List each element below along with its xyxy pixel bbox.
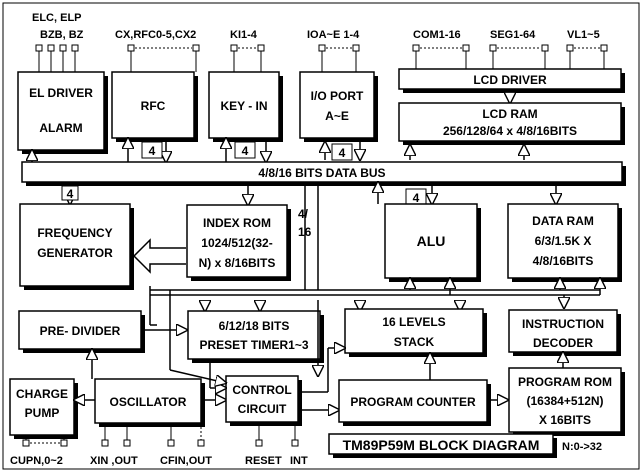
bottom-pins <box>22 422 299 447</box>
pre-divider-block <box>18 310 142 350</box>
bus-width-label: 4 <box>413 191 420 205</box>
program-counter-block <box>338 379 488 423</box>
pin-label-seg: SEG1-64 <box>490 29 536 41</box>
index-rom-block <box>186 204 288 278</box>
diagram-note: N:0->32 <box>562 441 602 453</box>
lcd-ram-size-label: 256/128/64 x 4/8/16BITS <box>443 124 577 138</box>
pin-label-cupn: CUPN,0~2 <box>10 455 63 467</box>
program-counter-label: PROGRAM COUNTER <box>350 395 476 409</box>
pin-label-cfin: CFIN,OUT <box>160 455 212 467</box>
alarm-label: ALARM <box>39 121 82 135</box>
preset-timer-sub-label: PRESET TIMER1~3 <box>199 338 308 352</box>
rfc-label: RFC <box>141 99 166 113</box>
bus-width-label: 4 <box>339 146 346 160</box>
alu-block <box>384 203 478 279</box>
bus-width-4-label: 4/ <box>298 207 309 221</box>
diagram-title: TM89P59M BLOCK DIAGRAM <box>343 437 540 453</box>
pin-label-com: COM1-16 <box>413 29 461 41</box>
stack-label: 16 LEVELS <box>382 315 445 329</box>
frequency-generator-block <box>19 203 131 287</box>
control-circuit-block <box>225 375 299 423</box>
instruction-decoder-sub-label: DECODER <box>533 336 593 350</box>
pin-label-ki: KI1-4 <box>230 29 258 41</box>
program-rom-block <box>508 367 622 433</box>
oscillator-label: OSCILLATOR <box>110 395 187 409</box>
index-rom-size-label: 1024/512(32- <box>201 236 272 250</box>
data-ram-label: DATA RAM <box>532 214 594 228</box>
pin-label-io: IOA~E 1-4 <box>307 29 360 41</box>
data-bus <box>21 161 623 183</box>
io-port-label: I/O PORT <box>311 89 364 103</box>
pin-label-rfc: CX,RFC0-5,CX2 <box>115 29 196 41</box>
preset-timer-block <box>187 310 321 360</box>
alu-label: ALU <box>417 233 446 249</box>
bus-width-label: 4 <box>242 144 249 158</box>
pin-label-xin: XIN ,OUT <box>90 455 138 467</box>
instruction-decoder-label: INSTRUCTION <box>522 317 604 331</box>
charge-pump-label: CHARGE <box>16 387 68 401</box>
stack-block <box>344 308 484 354</box>
index-rom-to-freq-arrow <box>132 238 186 274</box>
key-in-label: KEY - IN <box>220 99 267 113</box>
program-rom-size-label: (16384+512N) <box>526 394 603 408</box>
pin-label-bzb-bz: BZB, BZ <box>40 29 84 41</box>
top-pins <box>35 44 608 72</box>
pin-label-elc-elp: ELC, ELP <box>32 12 82 24</box>
oscillator-block <box>94 378 202 424</box>
lcd-ram-block <box>398 102 622 142</box>
program-rom-width-label: X 16BITS <box>539 413 591 427</box>
key-in-block <box>208 71 280 139</box>
pin-label-vl: VL1~5 <box>567 29 600 41</box>
lcd-driver-label: LCD DRIVER <box>473 73 547 87</box>
data-ram-size-label: 6/3/1.5K X <box>535 234 592 248</box>
index-rom-label: INDEX ROM <box>203 216 271 230</box>
stack-sub-label: STACK <box>394 335 435 349</box>
el-driver-label: EL DRIVER <box>29 86 93 100</box>
instruction-decoder-block <box>508 309 618 353</box>
preset-timer-label: 6/12/18 BITS <box>219 319 290 333</box>
index-rom-size-label-2: N) x 8/16BITS <box>199 256 276 270</box>
internal-wiring <box>149 182 600 340</box>
lcd-ram-label: LCD RAM <box>482 107 537 121</box>
program-rom-label: PROGRAM ROM <box>518 375 612 389</box>
el-driver-block <box>17 71 105 151</box>
data-ram-width-label: 4/8/16BITS <box>533 254 594 268</box>
bus-width-markers: 4 4 4 <box>141 141 353 161</box>
frequency-generator-label: FREQUENCY <box>37 226 112 240</box>
io-port-block <box>299 71 375 139</box>
charge-pump-sub-label: PUMP <box>25 406 60 420</box>
bus-width-label: 4 <box>149 144 156 158</box>
control-circuit-sub-label: CIRCUIT <box>238 402 287 416</box>
control-circuit-label: CONTROL <box>232 383 291 397</box>
data-bus-label: 4/8/16 BITS DATA BUS <box>258 166 385 180</box>
pin-label-reset: RESET <box>245 455 282 467</box>
frequency-generator-sub-label: GENERATOR <box>37 246 113 260</box>
diagram-title-box <box>328 433 554 455</box>
io-port-sub-label: A~E <box>325 109 349 123</box>
pre-divider-label: PRE- DIVIDER <box>40 324 121 338</box>
bus-width-label: 4 <box>67 187 74 201</box>
data-ram-block <box>507 203 619 279</box>
charge-pump-block <box>9 378 75 436</box>
pin-label-int: INT <box>290 455 308 467</box>
rfc-block <box>111 71 195 139</box>
